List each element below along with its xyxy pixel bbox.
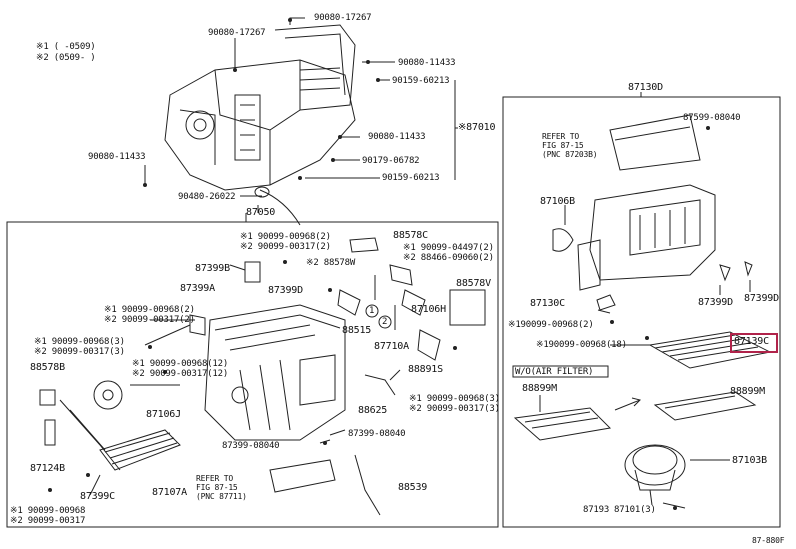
filter-cover <box>513 395 612 441</box>
refer-b-line2: FIG 87-15 <box>196 483 238 492</box>
circle-1: 1 <box>369 306 375 316</box>
left-ref-l11[interactable]: ※1 90099-00968(3) <box>409 394 500 404</box>
refer-b-line1: REFER TO <box>196 474 233 483</box>
part-88891S[interactable]: 88891S <box>408 364 443 375</box>
part-87107A[interactable]: 87107A <box>152 487 187 498</box>
part-87399D-b[interactable]: 87399D <box>744 293 779 304</box>
part-87130C[interactable]: 87130C <box>530 298 565 309</box>
part-87010[interactable]: ※87010 <box>458 122 496 133</box>
left-ref-l8[interactable]: ※2 90099-00317(3) <box>34 347 125 357</box>
refer-a-line2: FIG 87-15 <box>542 141 584 150</box>
part-87399D-c[interactable]: 87399D <box>268 285 303 296</box>
left-ref-l1[interactable]: ※1 90099-00968(2) <box>240 232 331 242</box>
left-ref-l10[interactable]: ※2 90099-00317(12) <box>132 369 229 379</box>
part-90080-17267-a[interactable]: 90080-17267 <box>208 28 266 38</box>
part-88515[interactable]: 88515 <box>342 325 372 336</box>
top-leaders <box>144 17 458 213</box>
left-ref-l5[interactable]: ※1 90099-00968(2) <box>104 305 195 315</box>
part-88578V[interactable]: 88578V <box>456 278 491 289</box>
part-87399A[interactable]: 87399A <box>180 283 215 294</box>
part-87399-08040-a[interactable]: 87399-08040 <box>348 429 406 439</box>
note-1: ※1 ( -0509) <box>36 42 96 52</box>
part-87130D[interactable]: 87130D <box>628 82 663 93</box>
part-88578B[interactable]: 88578B <box>30 362 65 373</box>
part-90080-11433-c[interactable]: 90080-11433 <box>88 152 146 162</box>
refer-a-line1: REFER TO <box>542 132 579 141</box>
part-90080-11433-b[interactable]: 90080-11433 <box>368 132 426 142</box>
part-87599-08040[interactable]: 87599-08040 <box>683 113 741 123</box>
left-ref-l2[interactable]: ※2 90099-00317(2) <box>240 242 331 252</box>
part-87106J[interactable]: 87106J <box>146 409 181 420</box>
part-90159-60213-b[interactable]: 90159-60213 <box>382 173 440 183</box>
evaporator-case <box>204 304 346 441</box>
circle-2: 2 <box>382 317 388 327</box>
part-87103B[interactable]: 87103B <box>732 455 767 466</box>
part-87399-08040-b[interactable]: 87399-08040 <box>222 441 280 451</box>
part-90480-26022[interactable]: 90480-26022 <box>178 192 236 202</box>
blower-case-upper <box>609 114 701 171</box>
part-87050[interactable]: 87050 <box>246 207 276 218</box>
part-87193[interactable]: 87193 <box>583 505 610 515</box>
part-90080-17267-b[interactable]: 90080-17267 <box>314 13 372 23</box>
part-88578W[interactable]: ※2 88578W <box>306 258 356 268</box>
heater-unit-assembly <box>164 24 356 226</box>
part-88625[interactable]: 88625 <box>358 405 388 416</box>
heater-core <box>59 399 181 471</box>
part-88899M-a[interactable]: 88899M <box>522 383 557 394</box>
part-88539[interactable]: 88539 <box>398 482 428 493</box>
part-87399D-a[interactable]: 87399D <box>698 297 733 308</box>
left-ref-l9[interactable]: ※1 90099-00968(12) <box>132 359 229 369</box>
filter-cover-2 <box>653 391 757 421</box>
part-88578C[interactable]: 88578C <box>393 230 428 241</box>
figure-code: 87-880F <box>752 536 785 545</box>
left-ref-l7[interactable]: ※1 90099-00968(3) <box>34 337 125 347</box>
wo-air-filter-label: W/O(AIR FILTER) <box>515 367 594 377</box>
part-87106H[interactable]: 87106H <box>411 304 446 315</box>
part-90179-06782[interactable]: 90179-06782 <box>362 156 420 166</box>
part-87106B[interactable]: 87106B <box>540 196 575 207</box>
left-ref-l6[interactable]: ※2 90099-00317(2) <box>104 315 195 325</box>
refer-a-line3: (PNC 87203B) <box>542 150 598 159</box>
part-87101[interactable]: 87101(3) <box>614 505 656 515</box>
part-87399C[interactable]: 87399C <box>80 491 115 502</box>
part-88899M-b[interactable]: 88899M <box>730 386 765 397</box>
left-ref-l14[interactable]: ※2 90099-00317 <box>10 516 86 526</box>
part-87124B[interactable]: 87124B <box>30 463 65 474</box>
blower-motor <box>624 444 686 506</box>
left-ref-l12[interactable]: ※2 90099-00317(3) <box>409 404 500 414</box>
part-87399B[interactable]: 87399B <box>195 263 230 274</box>
left-ref-l13[interactable]: ※1 90099-00968 <box>10 506 86 516</box>
right-ref-r2[interactable]: ※190099-00968(18) <box>536 340 627 350</box>
note-2: ※2 (0509- ) <box>36 53 96 63</box>
part-87139C[interactable]: 87139C <box>734 336 769 347</box>
right-ref-r1[interactable]: ※190099-00968(2) <box>508 320 594 330</box>
blend-motor <box>93 380 123 410</box>
part-90159-60213-a[interactable]: 90159-60213 <box>392 76 450 86</box>
part-90080-11433-a[interactable]: 90080-11433 <box>398 58 456 68</box>
refer-b-line3: (PNC 87711) <box>196 492 247 501</box>
highlight-87139C <box>730 333 778 353</box>
part-87710A[interactable]: 87710A <box>374 341 409 352</box>
left-ref-l4[interactable]: ※2 88466-09060(2) <box>403 253 494 263</box>
left-ref-l3[interactable]: ※1 90099-04497(2) <box>403 243 494 253</box>
blower-case-lower <box>577 184 716 291</box>
